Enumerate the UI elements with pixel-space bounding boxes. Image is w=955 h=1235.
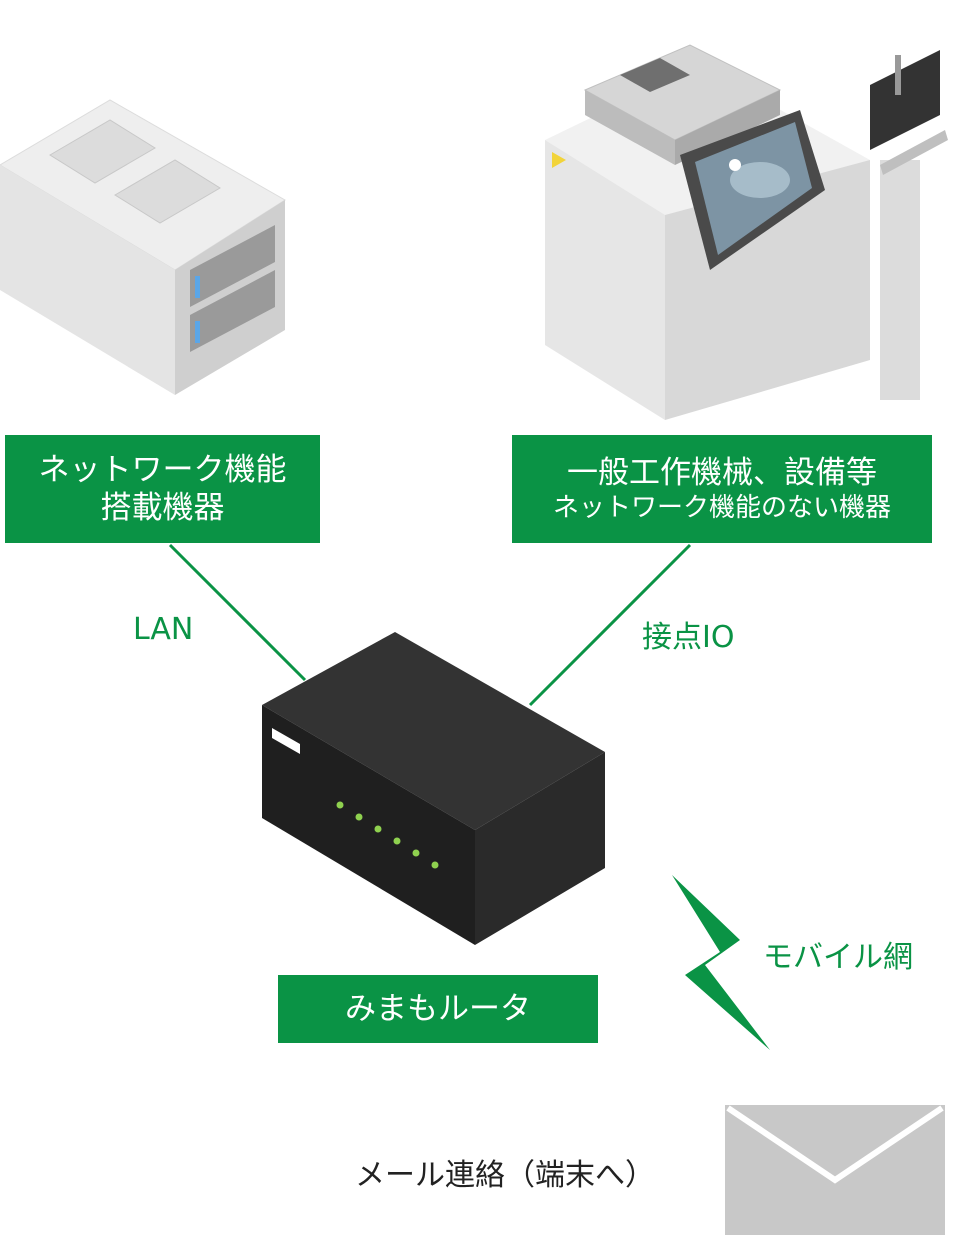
machine-tool-label-line1: 一般工作機械、設備等 <box>567 455 877 491</box>
machine-tool-icon <box>545 44 948 420</box>
router-label: みまもルータ <box>278 975 598 1043</box>
contact-io-connection-line <box>528 543 692 707</box>
router-device-icon <box>262 632 605 945</box>
contact-io-label: 接点IO <box>642 620 735 655</box>
machine-tool-label: 一般工作機械、設備等 ネットワーク機能のない機器 <box>512 435 932 543</box>
router-label-text: みまもルータ <box>345 991 531 1027</box>
mail-envelope-icon <box>725 1105 945 1235</box>
lan-connection-line <box>168 543 307 682</box>
mobile-network-lightning-icon <box>672 875 770 1050</box>
network-device-label-line1: ネットワーク機能 <box>38 452 287 488</box>
server-device-icon <box>0 99 286 395</box>
lan-label: LAN <box>133 612 194 647</box>
mail-notification-label: メール連絡（端末へ） <box>355 1158 655 1193</box>
machine-tool-label-line2: ネットワーク機能のない機器 <box>552 493 891 523</box>
network-device-label: ネットワーク機能 搭載機器 <box>5 435 320 543</box>
mobile-network-label: モバイル網 <box>763 940 913 975</box>
network-device-label-line2: 搭載機器 <box>100 490 225 526</box>
